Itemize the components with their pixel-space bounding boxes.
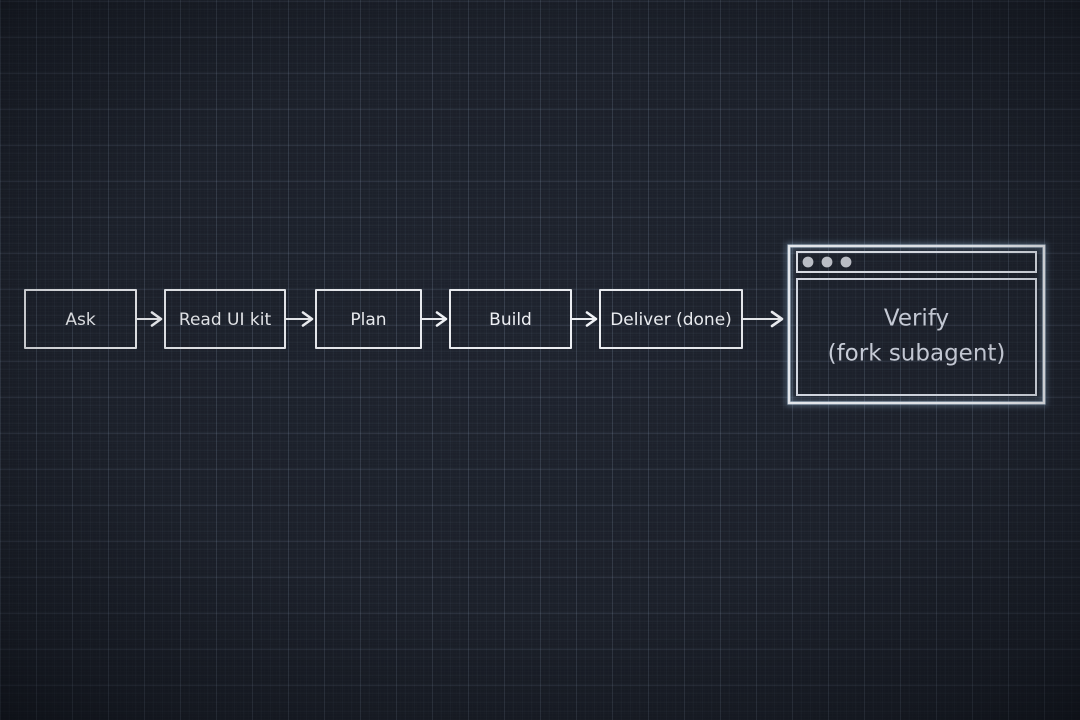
edge-ask-to-read: [136, 311, 163, 327]
node-plan-label: Plan: [350, 310, 386, 330]
node-build-label: Build: [489, 310, 532, 330]
node-read-ui-kit[interactable]: Read UI kit: [164, 289, 286, 349]
verify-window-panel: [796, 278, 1037, 396]
node-plan[interactable]: Plan: [315, 289, 422, 349]
edge-build-to-deliver: [571, 311, 598, 327]
node-ask-label: Ask: [65, 310, 95, 330]
node-build[interactable]: Build: [449, 289, 572, 349]
verify-window-title: Verify: [884, 306, 949, 332]
node-ask[interactable]: Ask: [24, 289, 137, 349]
window-dot-maximize-icon[interactable]: [840, 256, 852, 268]
edge-plan-to-build: [421, 311, 448, 327]
edge-read-to-plan: [285, 311, 314, 327]
node-verify-window[interactable]: Verify (fork subagent): [785, 242, 1048, 407]
node-deliver[interactable]: Deliver (done): [599, 289, 743, 349]
window-dot-close-icon[interactable]: [802, 256, 814, 268]
node-read-ui-kit-label: Read UI kit: [179, 310, 272, 330]
verify-window-subtitle: (fork subagent): [828, 341, 1006, 367]
edge-deliver-to-verify: [742, 310, 784, 328]
verify-window-titlebar: [796, 251, 1037, 273]
window-dot-minimize-icon[interactable]: [821, 256, 833, 268]
node-deliver-label: Deliver (done): [610, 310, 732, 330]
